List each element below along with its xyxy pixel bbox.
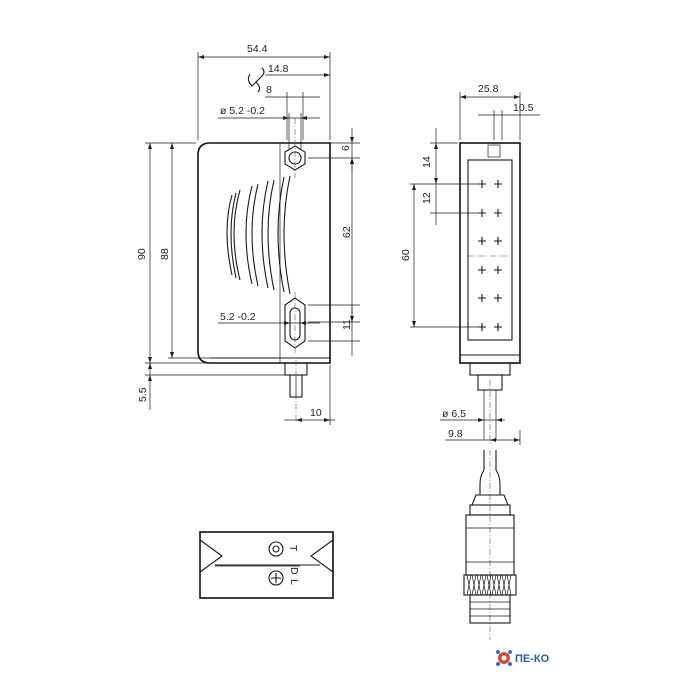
bottom-view: T D L <box>199 531 334 599</box>
mark-t: T <box>287 545 299 552</box>
front-view: 54.4 14.8 8 ø 5.2 -0.2 6 62 <box>136 43 360 425</box>
potentiometer-icon <box>268 570 284 586</box>
dim-cable-diameter: ø 6.5 <box>442 408 466 420</box>
led-indicators <box>478 180 502 331</box>
dim-hole-top-offset: 6 <box>340 145 352 151</box>
dim-wrench-size: 8 <box>266 84 272 96</box>
indicator-icon <box>268 541 284 557</box>
dim-wrench-offset: 14.8 <box>268 63 289 75</box>
dim-side-offset: 10.5 <box>513 102 534 114</box>
dim-side-top: 14 <box>421 156 433 168</box>
dim-side-width: 25.8 <box>478 83 499 95</box>
label-l: D <box>288 567 300 575</box>
side-view: 25.8 10.5 14 12 60 ø 6.5 9.8 <box>400 83 540 640</box>
dim-height-total: 90 <box>136 248 148 260</box>
dim-height-body: 88 <box>159 248 171 260</box>
dim-connector-offset: 10 <box>310 407 322 419</box>
logo-text: ПЕ-КО <box>515 653 550 665</box>
wrench-icon <box>247 67 265 93</box>
dim-width-total: 54.4 <box>247 43 268 55</box>
dim-slot-width: 5.2 -0.2 <box>220 311 256 323</box>
dim-hole-spacing: 62 <box>341 226 353 238</box>
label-d: L <box>288 579 300 585</box>
company-logo: ПЕ-КО <box>496 650 550 666</box>
dim-side-span: 60 <box>400 249 412 261</box>
dim-slot-offset: 11 <box>341 319 353 330</box>
m12-connector <box>463 494 517 624</box>
dim-hole-diameter: ø 5.2 -0.2 <box>220 105 265 117</box>
dim-side-pitch: 12 <box>421 192 433 204</box>
gear-icon <box>496 650 512 666</box>
dim-connector-diameter: 9.8 <box>448 428 463 440</box>
dim-bottom-offset: 5.5 <box>137 387 149 402</box>
